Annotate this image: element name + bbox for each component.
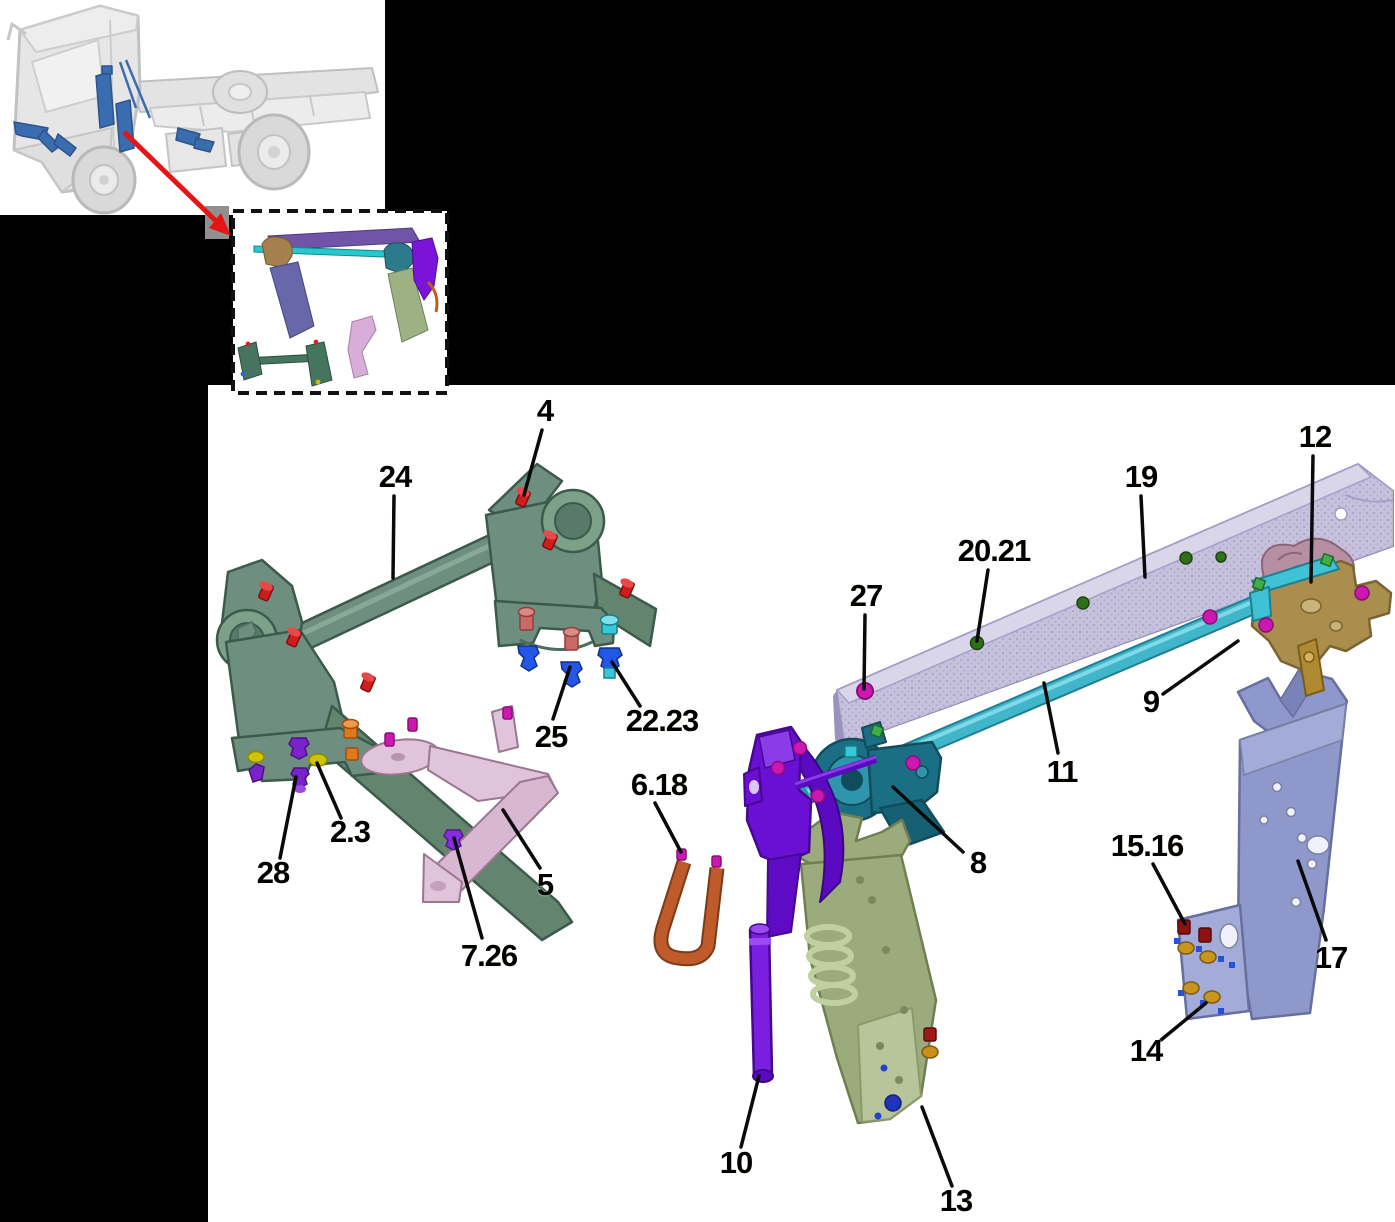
callout-28: 28: [256, 855, 290, 890]
callout-22-23: 22.23: [625, 703, 700, 738]
leader-lines: [278, 428, 1328, 1188]
callout-15-16: 15.16: [1110, 828, 1185, 863]
callout-14: 14: [1129, 1033, 1163, 1068]
callout-4: 4: [536, 393, 554, 428]
callout-5: 5: [536, 867, 554, 902]
part-channel-bar: [833, 462, 1394, 746]
channel-bolts-green: [969, 551, 1227, 651]
truck-location-thumbnail: [6, 4, 379, 215]
inset-overview-box: [231, 209, 449, 395]
callout-17: 17: [1314, 940, 1348, 975]
callout-10: 10: [719, 1145, 753, 1180]
callout-27: 27: [849, 578, 883, 613]
fasteners-right-bracket: [517, 606, 623, 688]
part-green-mount: [798, 810, 939, 1125]
locator-arrow-icon: [122, 130, 231, 236]
part-pink-bracket: [360, 705, 559, 903]
callout-8: 8: [969, 845, 987, 880]
callout-11: 11: [1046, 754, 1079, 789]
callout-13: 13: [939, 1183, 973, 1218]
part-tan-bracket: [1202, 537, 1393, 697]
callout-7-26: 7.26: [460, 938, 518, 973]
callout-20-21: 20.21: [957, 533, 1032, 568]
callout-2-3: 2.3: [329, 814, 371, 849]
part-purple-lever: [743, 725, 878, 1083]
callout-24: 24: [378, 459, 412, 494]
part-u-bolt: [653, 848, 725, 967]
callout-19: 19: [1124, 459, 1158, 494]
fasteners-left-bracket: [247, 718, 360, 793]
highlighted-parts-blue: [13, 65, 215, 157]
callout-12: 12: [1298, 419, 1332, 454]
callout-6-18: 6.18: [630, 767, 688, 802]
callout-25: 25: [534, 719, 568, 754]
callout-9: 9: [1142, 684, 1160, 719]
